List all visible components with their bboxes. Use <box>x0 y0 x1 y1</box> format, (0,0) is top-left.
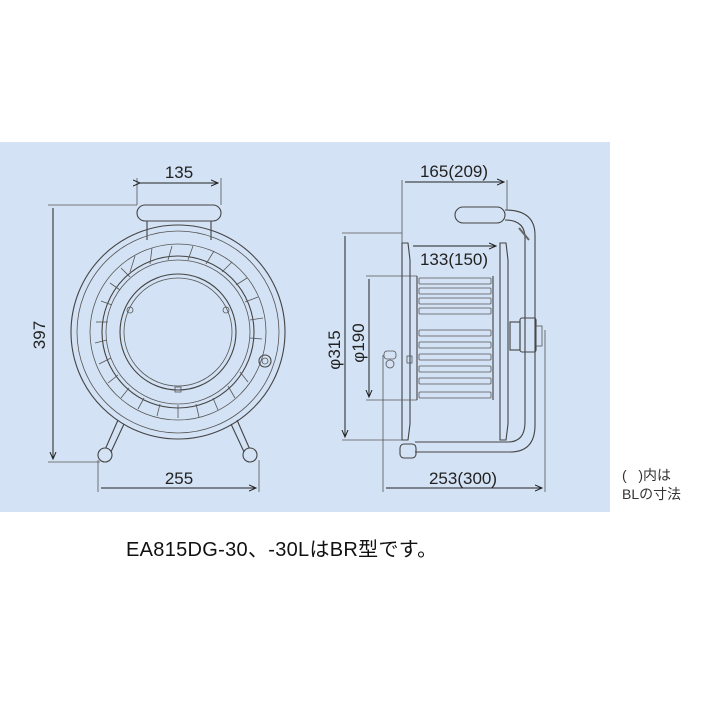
note-line-1: ( )内は <box>622 467 671 483</box>
dim-handle-width: 135 <box>165 163 193 182</box>
dim-overall-height: 397 <box>30 321 49 349</box>
drum-ribs <box>94 245 264 418</box>
dim-drum-width: 133(150) <box>420 250 488 269</box>
dimension-note: ( )内は BLの寸法 <box>622 466 681 504</box>
side-view: 165(209) 133(150) φ315 φ190 253(300) <box>325 162 546 492</box>
note-line-2: BLの寸法 <box>622 486 682 502</box>
dim-base-depth: 253(300) <box>429 469 497 488</box>
dim-drum-diameter: φ190 <box>349 323 368 362</box>
drum-slats <box>418 277 492 399</box>
caption: EA815DG-30、-30LはBR型です。 <box>126 539 438 561</box>
front-view: 135 397 255 <box>30 163 286 492</box>
dim-base-width: 255 <box>165 469 193 488</box>
dim-overall-depth: 165(209) <box>420 162 488 181</box>
dim-flange-diameter: φ315 <box>325 330 344 369</box>
